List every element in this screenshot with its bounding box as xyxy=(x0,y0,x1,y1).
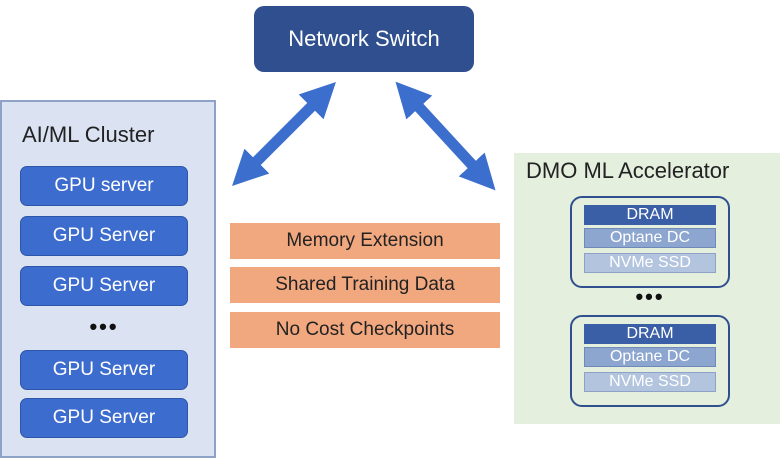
feature-memory-extension: Memory Extension xyxy=(230,223,500,259)
stack-2-optane: Optane DC xyxy=(584,347,716,367)
feature-no-cost-checkpoints: No Cost Checkpoints xyxy=(230,312,500,348)
gpu-server-1: GPU server xyxy=(20,166,188,206)
network-switch-label: Network Switch xyxy=(288,26,440,51)
network-switch: Network Switch xyxy=(254,6,474,72)
feature-shared-training-data: Shared Training Data xyxy=(230,267,500,303)
stack-2-nvme: NVMe SSD xyxy=(584,372,716,392)
stack-2-dram: DRAM xyxy=(584,324,716,344)
accelerator-title: DMO ML Accelerator xyxy=(526,158,730,183)
accelerator-ellipsis: ••• xyxy=(635,284,665,309)
arrow-switch-to-cluster xyxy=(232,82,336,186)
gpu-server-4: GPU Server xyxy=(20,350,188,390)
cluster-title: AI/ML Cluster xyxy=(22,122,155,147)
gpu-server-3: GPU Server xyxy=(20,266,188,306)
gpu-server-2: GPU Server xyxy=(20,216,188,256)
cluster-ellipsis: ••• xyxy=(89,314,119,339)
stack-1-optane: Optane DC xyxy=(584,228,716,248)
stack-1-nvme: NVMe SSD xyxy=(584,253,716,273)
arrow-switch-to-accelerator xyxy=(395,81,496,191)
gpu-server-5: GPU Server xyxy=(20,398,188,438)
stack-1-dram: DRAM xyxy=(584,205,716,225)
